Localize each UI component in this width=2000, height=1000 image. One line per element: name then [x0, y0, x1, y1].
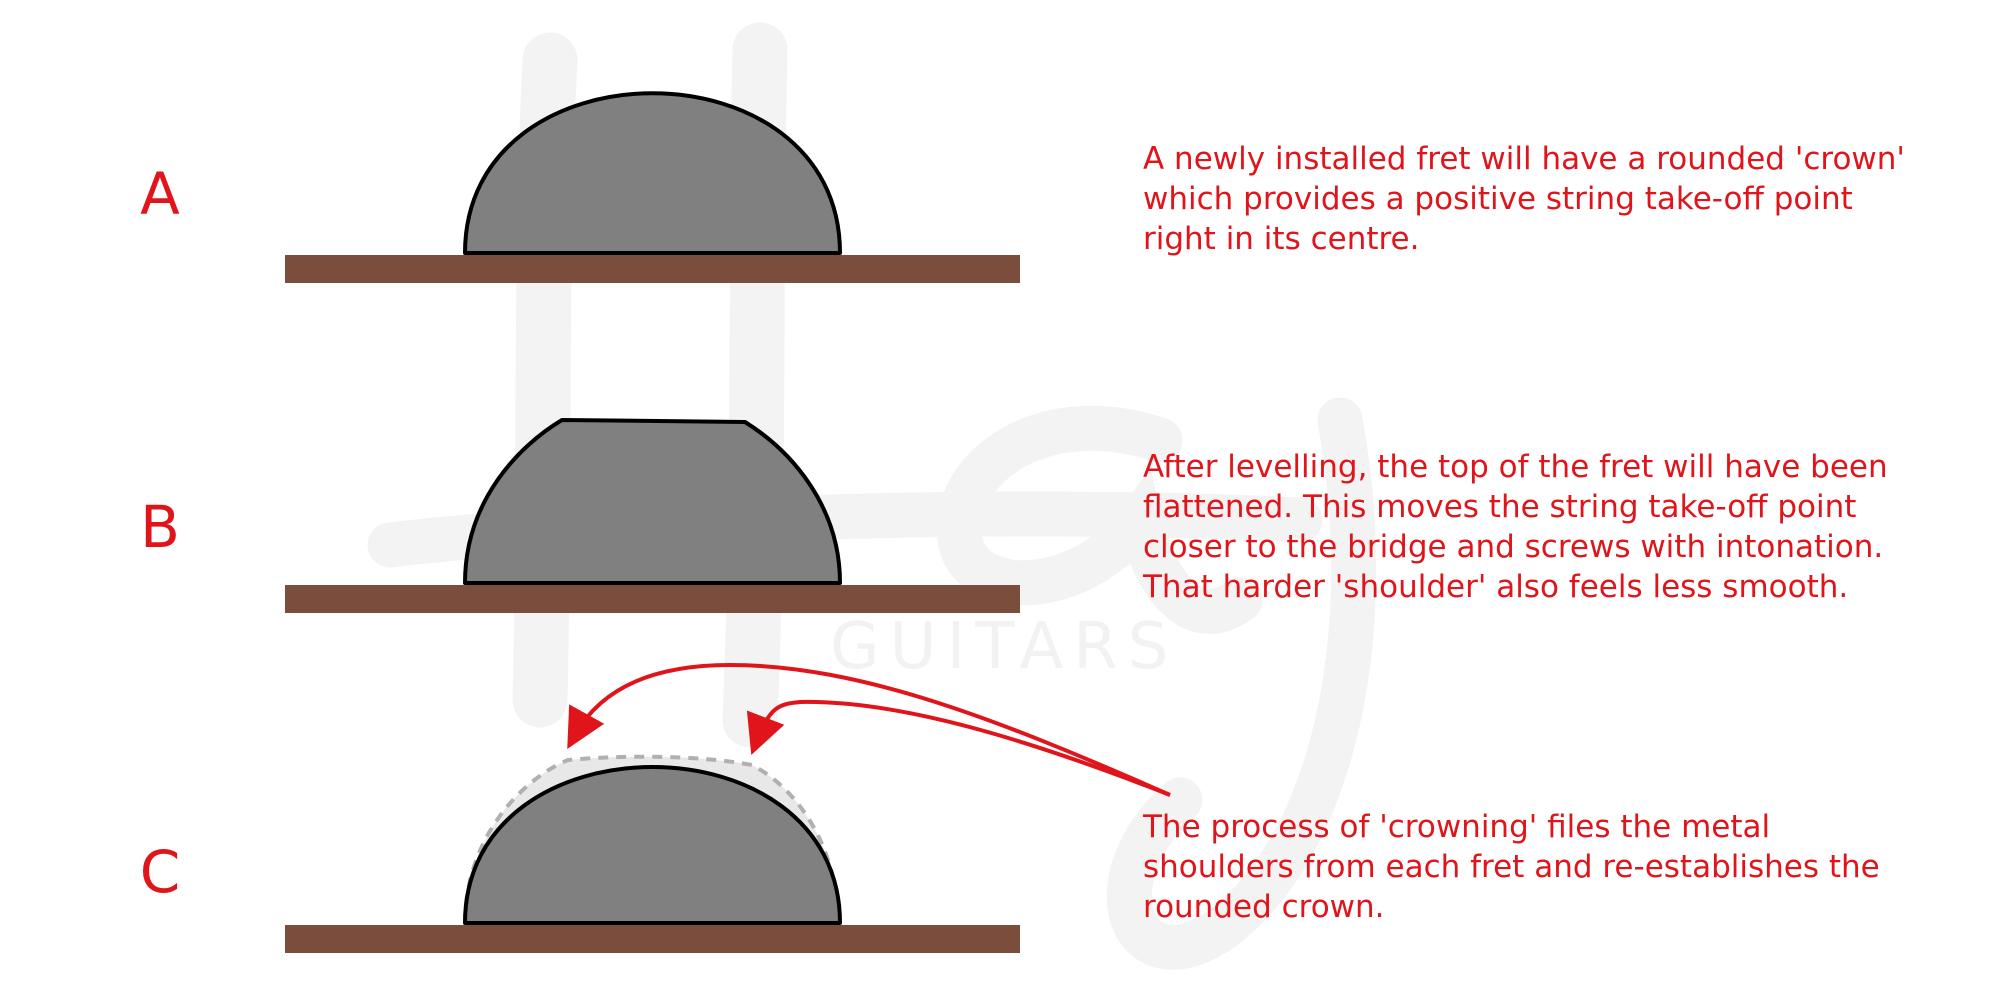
fret-crown-a — [463, 91, 842, 255]
description-c: The process of 'crowning' files the meta… — [1143, 807, 1943, 927]
watermark-stroke-y — [1106, 397, 1377, 970]
description-c-line: shoulders from each fret and re-establis… — [1143, 849, 1880, 885]
description-b-line: After levelling, the top of the fret wil… — [1143, 449, 1888, 485]
fret-crown-c — [463, 765, 842, 925]
description-a-line: which provides a positive string take-of… — [1143, 181, 1853, 217]
fretboard-b — [285, 585, 1020, 613]
description-a-line: right in its centre. — [1143, 221, 1420, 257]
description-b: After levelling, the top of the fret wil… — [1143, 447, 1943, 607]
fretboard-c — [285, 925, 1020, 953]
row-label-b: B — [140, 493, 180, 561]
watermark-stroke-a — [936, 405, 1263, 634]
fret-flattened-b — [463, 418, 842, 585]
description-a: A newly installed fret will have a round… — [1143, 139, 1943, 259]
description-c-line: rounded crown. — [1143, 889, 1385, 925]
arrow-right-shoulder — [746, 699, 1171, 797]
description-b-line: That harder 'shoulder' also feels less s… — [1143, 569, 1849, 605]
arrow-left-shoulder — [567, 662, 1171, 797]
fret-diagram-c — [285, 754, 1020, 953]
watermark-text: GUITARS — [830, 610, 1178, 684]
description-b-line: flattened. This moves the string take-of… — [1143, 489, 1857, 525]
fret-diagram-b — [285, 418, 1020, 613]
shoulder-arrows — [567, 662, 1171, 797]
fret-diagram-a — [285, 91, 1020, 283]
description-a-line: A newly installed fret will have a round… — [1143, 141, 1905, 177]
description-c-line: The process of 'crowning' files the meta… — [1143, 809, 1771, 845]
row-label-a: A — [140, 160, 180, 228]
fretboard-a — [285, 255, 1020, 283]
row-label-c: C — [139, 838, 181, 906]
description-b-line: closer to the bridge and screws with int… — [1143, 529, 1884, 565]
